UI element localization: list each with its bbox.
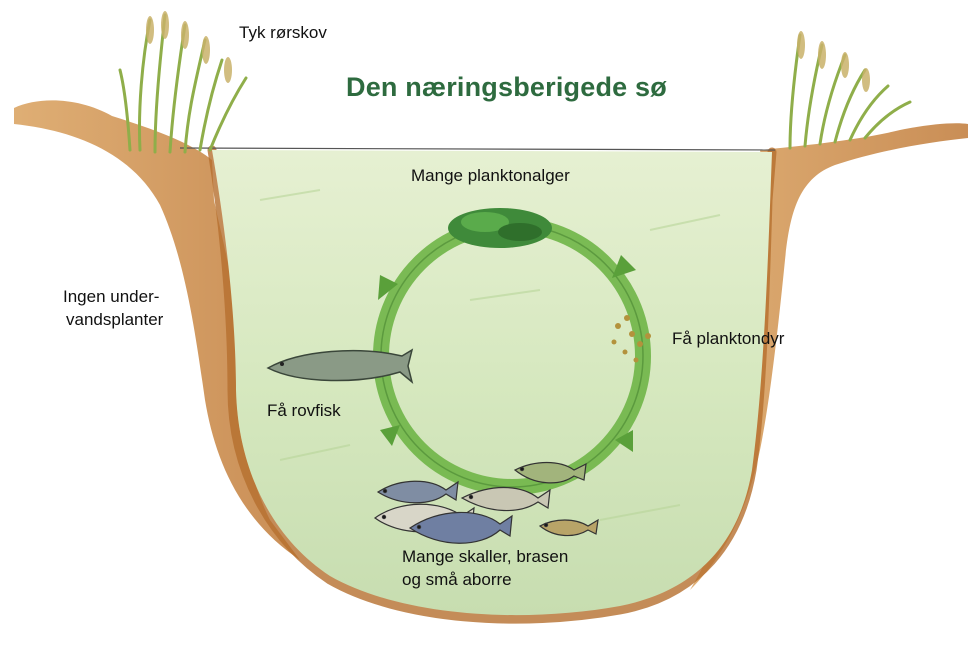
label-phytoplankton: Mange planktonalger <box>411 165 570 186</box>
label-fish-line2: og små aborre <box>402 569 512 590</box>
label-zooplankton: Få planktondyr <box>672 328 784 349</box>
label-no-plants-line1: Ingen under- <box>63 286 159 307</box>
label-fish-line1: Mange skaller, brasen <box>402 546 568 567</box>
diagram-title: Den næringsberigede sø <box>346 72 667 103</box>
algae-clump <box>448 208 552 248</box>
reeds-right <box>790 35 910 148</box>
label-no-plants-line2: vandsplanter <box>66 309 163 330</box>
label-reeds: Tyk rørskov <box>239 22 327 43</box>
water-surface <box>180 148 775 150</box>
label-predators: Få rovfisk <box>267 400 341 421</box>
